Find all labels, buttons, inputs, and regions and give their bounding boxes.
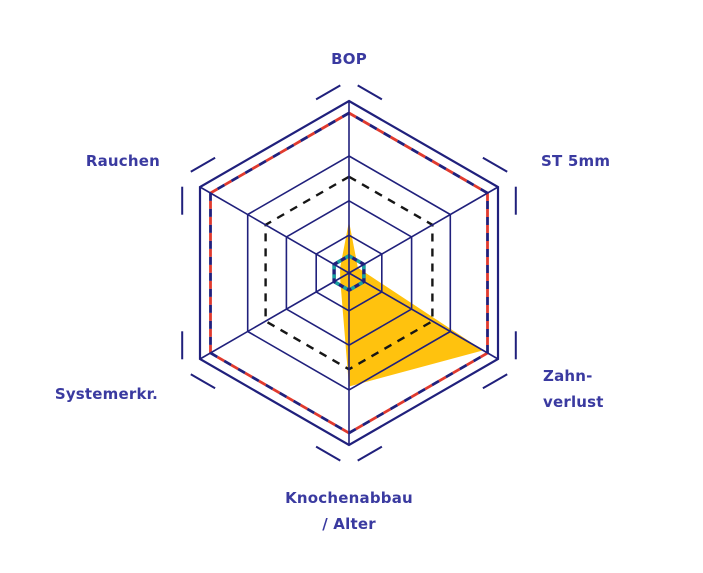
axis-spoke (199, 186, 350, 274)
axis-label-line: BOP (331, 50, 367, 68)
axis-label-rauchen: Rauchen (8, 148, 160, 174)
vertex-bracket (357, 84, 383, 101)
vertex-bracket (315, 445, 341, 462)
axis-label-line: ST 5mm (541, 152, 611, 170)
vertex-bracket (357, 445, 383, 462)
axis-label-line: Zahn- (543, 367, 593, 385)
vertex-bracket (482, 156, 508, 173)
axis-spoke (199, 272, 350, 360)
axis-label-st5mm: ST 5mm (541, 148, 696, 174)
axis-label-knochenabbau-alter: Knochenabbau / Alter (219, 485, 479, 537)
axis-label-zahnverlust: Zahn- verlust (543, 363, 698, 415)
axis-label-systemerkr: Systemerkr. (6, 381, 158, 407)
vertex-bracket (482, 373, 508, 390)
axis-spoke (348, 186, 499, 274)
axis-spoke (348, 272, 499, 360)
vertex-bracket (190, 373, 216, 390)
vertex-bracket (315, 84, 341, 101)
axis-label-line: Knochenabbau (285, 489, 413, 507)
vertex-bracket (190, 156, 216, 173)
axis-label-line: verlust (543, 393, 604, 411)
axis-label-bop: BOP (249, 46, 449, 72)
axis-label-line: Systemerkr. (54, 385, 158, 403)
axis-label-line: / Alter (322, 515, 376, 533)
axis-label-line: Rauchen (85, 152, 160, 170)
